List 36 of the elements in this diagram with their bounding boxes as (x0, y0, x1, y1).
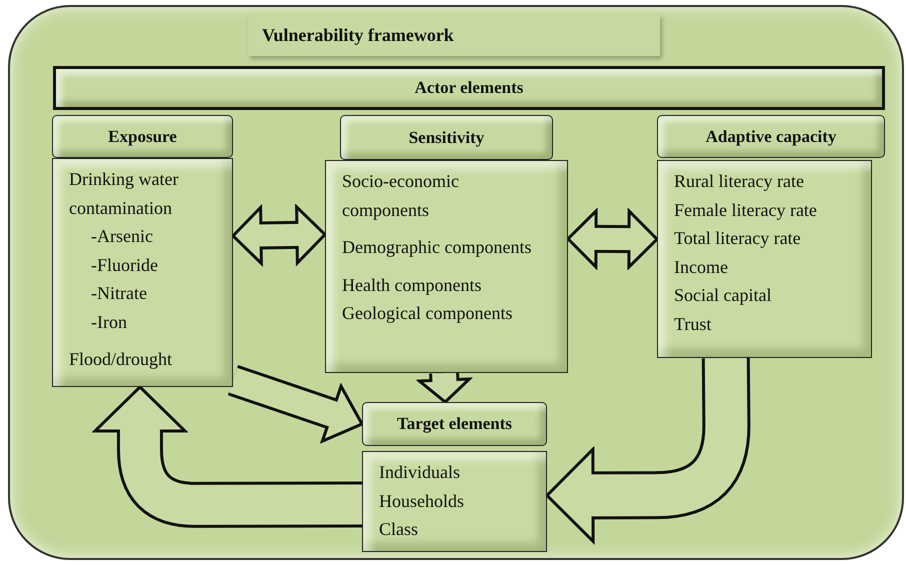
list-item: -Nitrate (90, 282, 148, 305)
list-item: -Arsenic (90, 225, 154, 248)
list-item: Rural literacy rate (674, 170, 805, 193)
content-box (325, 160, 568, 373)
list-item: Demographic components (342, 236, 532, 259)
list-item: Health components (342, 274, 482, 297)
header-box (657, 115, 885, 158)
list-item: Drinking water contamination (69, 168, 180, 220)
list-item: -Iron (90, 310, 128, 334)
heading-text: Vulnerability framework (262, 24, 454, 46)
list-item: Households (379, 490, 465, 512)
list-item: Geological components (342, 302, 514, 325)
list-item: Class (379, 518, 420, 541)
list-item: Socio-economic components (342, 170, 460, 222)
header-bar (53, 66, 885, 110)
list-item: Total literacy rate (674, 227, 802, 250)
list-item: Social capital (674, 284, 772, 307)
list-item: Female literacy rate (674, 198, 818, 222)
content-box (362, 451, 547, 552)
heading-text: Exposure (108, 126, 177, 146)
diagram-frame (8, 5, 904, 560)
title-box (248, 14, 660, 56)
heading-text: Target elements (396, 414, 512, 434)
header-box (362, 402, 547, 446)
list-item: Flood/drought (69, 348, 174, 371)
heading-text: Sensitivity (408, 128, 484, 148)
content-box (52, 158, 233, 387)
header-box (52, 115, 233, 158)
list-item: Trust (674, 312, 712, 336)
heading-text: Adaptive capacity (706, 126, 836, 146)
heading-text: Actor elements (414, 78, 524, 98)
header-box (340, 115, 553, 160)
list-item: Income (674, 256, 729, 278)
content-box (657, 160, 872, 358)
list-item: Individuals (379, 461, 461, 484)
list-item: -Fluoride (90, 254, 159, 276)
